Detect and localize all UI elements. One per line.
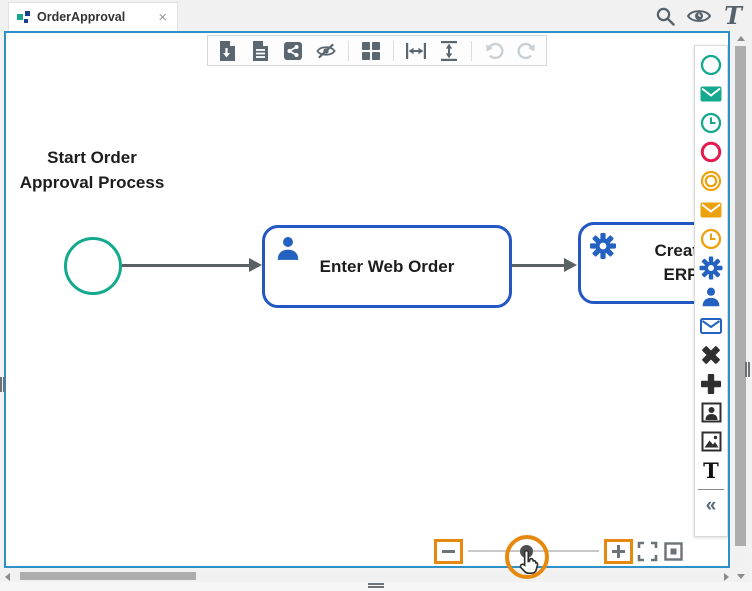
actual-size-button[interactable] bbox=[663, 541, 684, 562]
zoom-out-button[interactable] bbox=[434, 539, 463, 564]
palette-exclusive-gateway-icon[interactable] bbox=[696, 340, 726, 369]
tab-title: OrderApproval bbox=[37, 10, 126, 24]
shape-palette: T « bbox=[694, 45, 728, 537]
document-report-icon[interactable] bbox=[249, 40, 271, 62]
text-tool-icon[interactable]: T bbox=[724, 1, 742, 30]
zoom-in-button[interactable] bbox=[604, 539, 633, 564]
hand-cursor-icon bbox=[516, 548, 541, 582]
sequence-flow-arrowhead bbox=[564, 258, 577, 272]
auto-layout-grid-icon[interactable] bbox=[360, 40, 382, 62]
palette-parallel-gateway-icon[interactable] bbox=[696, 369, 726, 398]
palette-service-task-gear-icon[interactable] bbox=[696, 253, 726, 282]
tab-close-icon[interactable]: × bbox=[158, 8, 167, 26]
watch-eye-icon[interactable] bbox=[686, 3, 712, 29]
palette-user-task-icon[interactable] bbox=[696, 282, 726, 311]
sequence-flow[interactable] bbox=[512, 264, 565, 267]
minus-icon bbox=[442, 550, 455, 553]
user-icon bbox=[275, 235, 301, 267]
search-icon[interactable] bbox=[652, 3, 678, 29]
vertical-scrollbar-thumb[interactable] bbox=[735, 46, 746, 546]
palette-image-icon[interactable] bbox=[696, 427, 726, 456]
left-splitter-handle[interactable] bbox=[0, 377, 5, 392]
toolbar-separator bbox=[471, 40, 472, 61]
tab-bar: OrderApproval × T bbox=[0, 0, 752, 31]
scroll-right-arrow-icon[interactable] bbox=[724, 573, 729, 581]
task-enter-web-order[interactable]: Enter Web Order bbox=[262, 225, 512, 308]
horizontal-scrollbar-thumb[interactable] bbox=[20, 572, 196, 580]
right-splitter-handle[interactable] bbox=[745, 362, 750, 377]
undo-icon[interactable] bbox=[483, 40, 505, 62]
palette-timer-start-event-icon[interactable] bbox=[696, 108, 726, 137]
palette-actor-image-icon[interactable] bbox=[696, 398, 726, 427]
scroll-down-arrow-icon[interactable] bbox=[737, 574, 745, 579]
vertical-scrollbar[interactable] bbox=[733, 31, 749, 584]
fit-width-icon[interactable] bbox=[405, 40, 427, 62]
horizontal-splitter-handle[interactable] bbox=[368, 583, 384, 589]
scroll-up-arrow-icon[interactable] bbox=[737, 36, 745, 41]
palette-intermediate-event-icon[interactable] bbox=[696, 166, 726, 195]
fit-screen-button[interactable] bbox=[637, 541, 658, 562]
toolbar-separator bbox=[393, 40, 394, 61]
diagram-canvas[interactable]: Start Order Approval Process Enter Web O… bbox=[4, 31, 730, 568]
gear-icon bbox=[589, 232, 617, 265]
export-document-icon[interactable] bbox=[216, 40, 238, 62]
palette-end-event-icon[interactable] bbox=[696, 137, 726, 166]
fit-height-icon[interactable] bbox=[438, 40, 460, 62]
palette-message-intermediate-event-icon[interactable] bbox=[696, 195, 726, 224]
process-icon bbox=[17, 10, 30, 23]
palette-timer-intermediate-event-icon[interactable] bbox=[696, 224, 726, 253]
share-icon[interactable] bbox=[282, 40, 304, 62]
palette-collapse-icon[interactable]: « bbox=[705, 494, 717, 516]
palette-divider bbox=[698, 489, 724, 490]
task-label: Enter Web Order bbox=[319, 256, 455, 276]
palette-message-task-icon[interactable] bbox=[696, 311, 726, 340]
tab-order-approval[interactable]: OrderApproval × bbox=[8, 2, 178, 31]
sequence-flow-arrowhead bbox=[249, 258, 262, 272]
sequence-flow[interactable] bbox=[122, 264, 250, 267]
start-event-node[interactable] bbox=[64, 237, 122, 295]
hide-elements-icon[interactable] bbox=[315, 40, 337, 62]
palette-text-annotation-icon[interactable]: T bbox=[703, 458, 719, 483]
diagram-toolbar bbox=[207, 35, 547, 66]
start-event-label: Start Order Approval Process bbox=[19, 148, 165, 192]
plus-icon-vertical bbox=[617, 545, 620, 558]
palette-start-event-icon[interactable] bbox=[696, 50, 726, 79]
horizontal-scrollbar[interactable] bbox=[0, 570, 733, 582]
palette-message-start-event-icon[interactable] bbox=[696, 79, 726, 108]
bottom-strip bbox=[0, 582, 752, 591]
toolbar-separator bbox=[348, 40, 349, 61]
slider-highlight-ring bbox=[505, 535, 549, 579]
redo-icon[interactable] bbox=[516, 40, 538, 62]
scroll-left-arrow-icon[interactable] bbox=[5, 573, 10, 581]
